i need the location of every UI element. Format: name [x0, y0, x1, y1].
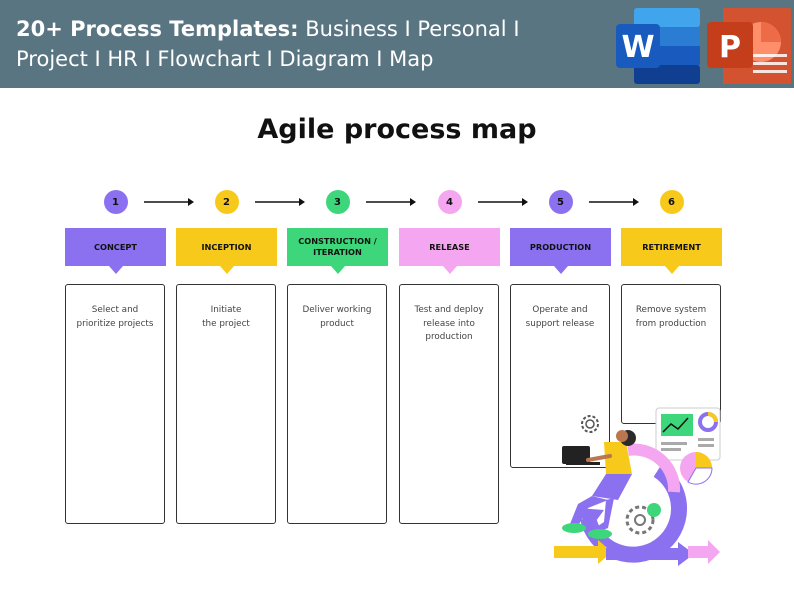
word-icon: W [616, 8, 700, 84]
page-title: Agile process map [257, 114, 537, 145]
banner-bold-text: 20+ Process Templates: [16, 17, 299, 41]
step-label-1: CONCEPT [65, 228, 166, 274]
step-number-4: 4 [437, 190, 462, 214]
flow-arrow-4 [477, 198, 528, 206]
step-description-box-5: Operate and support release [510, 284, 610, 468]
banner-heading: 20+ Process Templates: Business I Person… [16, 14, 536, 74]
step-number-5: 5 [548, 190, 573, 214]
ppt-letter: P [719, 30, 741, 65]
banner-regular-text: Business I Personal I Project I HR I Flo… [16, 17, 520, 71]
step-description-box-6: Remove system from production [621, 284, 721, 424]
label-pointer [443, 266, 457, 274]
step-label-text: CONSTRUCTION / ITERATION [298, 236, 377, 257]
step-label-5: PRODUCTION [510, 228, 611, 274]
step-label-text: INCEPTION [201, 241, 252, 252]
step-label-2: INCEPTION [176, 228, 277, 274]
step-description: Operate and support release [525, 305, 595, 329]
step-description-box-3: Deliver working product [287, 284, 387, 524]
step-description-box-4: Test and deploy release into production [399, 284, 499, 524]
step-description-box-2: Initiate the project [176, 284, 276, 524]
header-banner: 20+ Process Templates: Business I Person… [0, 0, 794, 88]
step-number-3: 3 [325, 190, 350, 214]
step-label-text: PRODUCTION [529, 241, 592, 252]
step-description: Deliver working product [302, 305, 372, 329]
label-pointer [331, 266, 345, 274]
step-description: Test and deploy release into production [414, 305, 484, 342]
step-description: Initiate the project [202, 305, 250, 329]
step-number-2: 2 [214, 190, 239, 214]
label-pointer [665, 266, 679, 274]
step-label-4: RELEASE [399, 228, 500, 274]
word-letter: W [621, 30, 654, 65]
flow-arrow-5 [588, 198, 639, 206]
step-label-text: RETIREMENT [642, 241, 701, 252]
step-number-6: 6 [659, 190, 684, 214]
powerpoint-icon: P [707, 8, 791, 84]
label-pointer [220, 266, 234, 274]
step-description: Select and prioritize projects [76, 305, 154, 329]
step-label-text: RELEASE [429, 241, 470, 252]
step-description: Remove system from production [635, 305, 707, 329]
step-label-text: CONCEPT [93, 241, 137, 252]
flow-arrow-1 [143, 198, 194, 206]
label-pointer [109, 266, 123, 274]
flow-arrow-2 [254, 198, 305, 206]
step-label-3: CONSTRUCTION / ITERATION [287, 228, 388, 274]
agile-illustration [554, 407, 721, 566]
step-label-6: RETIREMENT [621, 228, 722, 274]
step-description-box-1: Select and prioritize projects [65, 284, 165, 524]
label-pointer [554, 266, 568, 274]
flow-arrow-3 [365, 198, 416, 206]
step-number-1: 1 [103, 190, 128, 214]
